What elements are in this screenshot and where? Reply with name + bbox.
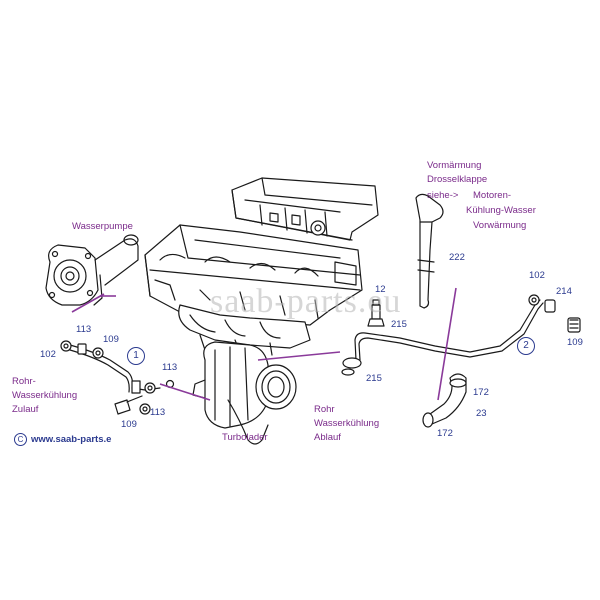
label-siehe: siehe-> (427, 190, 459, 201)
part-number-109-b: 109 (121, 419, 137, 430)
label-vorwaermung: Vorwärmung (473, 220, 527, 231)
inlet-pipe-left-icon (60, 340, 175, 415)
label-drosselklappe: Drosselklappe (427, 174, 488, 185)
callout-2: 2 (517, 337, 535, 355)
label-rohr-ablauf-3: Ablauf (314, 432, 341, 443)
label-rohr-ablauf-1: Rohr (314, 404, 335, 415)
part-number-215-mid: 215 (366, 373, 382, 384)
lower-hose-icon (422, 373, 467, 428)
watermark: saab-parts.eu (210, 283, 402, 320)
temp-sensor-icon (367, 299, 385, 327)
part-number-172-a: 172 (473, 387, 489, 398)
copyright-icon: C (14, 433, 27, 446)
turbocharger-icon (192, 341, 297, 445)
label-rohr-zulauf-2: Wasserkühlung (12, 390, 78, 401)
leader-lines (71, 287, 457, 401)
part-number-215-top: 215 (391, 319, 407, 330)
return-pipe-right-icon (341, 294, 581, 376)
part-number-23: 23 (476, 408, 487, 419)
label-motoren: Motoren- (473, 190, 512, 201)
water-pump-icon (45, 234, 139, 306)
label-rohr-ablauf-2: Wasserkühlung (314, 418, 380, 429)
part-number-102-right: 102 (529, 270, 545, 281)
label-wasserpumpe: Wasserpumpe (72, 221, 133, 232)
callout-1: 1 (127, 347, 145, 365)
label-turbolader: Turbolader (222, 432, 268, 443)
label-vorwarmung: Vormärmung (427, 160, 482, 171)
valve-cover-icon (231, 177, 379, 241)
part-number-113-c: 113 (150, 407, 166, 418)
part-number-109-right: 109 (567, 337, 583, 348)
part-number-172-b: 172 (437, 428, 453, 439)
part-number-102-left: 102 (40, 349, 56, 360)
label-kuehlung-wasser: Kühlung-Wasser (466, 205, 536, 216)
cylinder-head-icon (144, 224, 363, 326)
part-number-113-b: 113 (162, 362, 178, 373)
part-number-214: 214 (556, 286, 572, 297)
part-number-109-a: 109 (103, 334, 119, 345)
part-number-222: 222 (449, 252, 465, 263)
preheat-hose-icon (415, 193, 444, 309)
label-rohr-zulauf-3: Zulauf (12, 404, 39, 415)
part-number-12: 12 (375, 284, 386, 295)
label-rohr-zulauf-1: Rohr- (12, 376, 36, 387)
part-number-113-a: 113 (76, 324, 92, 335)
website-text: www.saab-parts.e (31, 434, 112, 445)
